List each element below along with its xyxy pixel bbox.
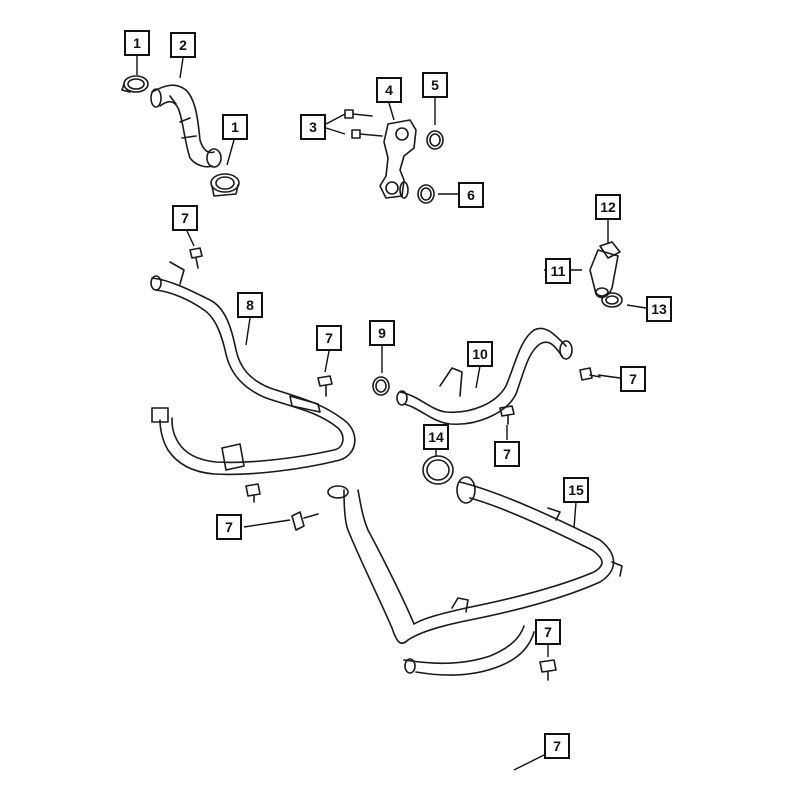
heater-tube-8 [150, 261, 356, 476]
callout-5: 5 [422, 72, 448, 98]
fitting-12 [599, 241, 621, 259]
o-ring-14 [422, 455, 454, 485]
callout-7: 7 [620, 366, 646, 392]
bypass-hose-11 [589, 249, 619, 299]
callout-13: 13 [646, 296, 672, 322]
clamp-13 [601, 292, 623, 308]
callout-3: 3 [300, 114, 326, 140]
radiator-hose [150, 84, 222, 168]
hose-clamp-lower [210, 173, 240, 197]
o-ring-6 [417, 184, 435, 204]
callout-10: 10 [467, 341, 493, 367]
callout-1: 1 [222, 114, 248, 140]
o-ring-9 [372, 376, 390, 396]
callout-11: 11 [545, 258, 571, 284]
coolant-tube-15 [327, 476, 623, 676]
callout-2: 2 [170, 32, 196, 58]
o-ring-5 [426, 130, 444, 150]
callout-8: 8 [237, 292, 263, 318]
callout-12: 12 [595, 194, 621, 220]
leader-lines [136, 56, 647, 771]
callout-4: 4 [376, 77, 402, 103]
callout-1: 1 [124, 30, 150, 56]
callout-7: 7 [544, 733, 570, 759]
callout-7: 7 [172, 205, 198, 231]
water-outlet-housing [379, 119, 417, 199]
hose-clamp-upper [121, 75, 149, 93]
callout-6: 6 [458, 182, 484, 208]
callout-7: 7 [216, 514, 242, 540]
coolant-tube-10 [396, 327, 573, 425]
bolts [344, 109, 383, 139]
callout-15: 15 [563, 477, 589, 503]
callout-7: 7 [316, 325, 342, 351]
callout-14: 14 [423, 424, 449, 450]
callout-7: 7 [535, 619, 561, 645]
callout-7: 7 [494, 441, 520, 467]
bolt-7 [189, 247, 601, 681]
callout-9: 9 [369, 320, 395, 346]
